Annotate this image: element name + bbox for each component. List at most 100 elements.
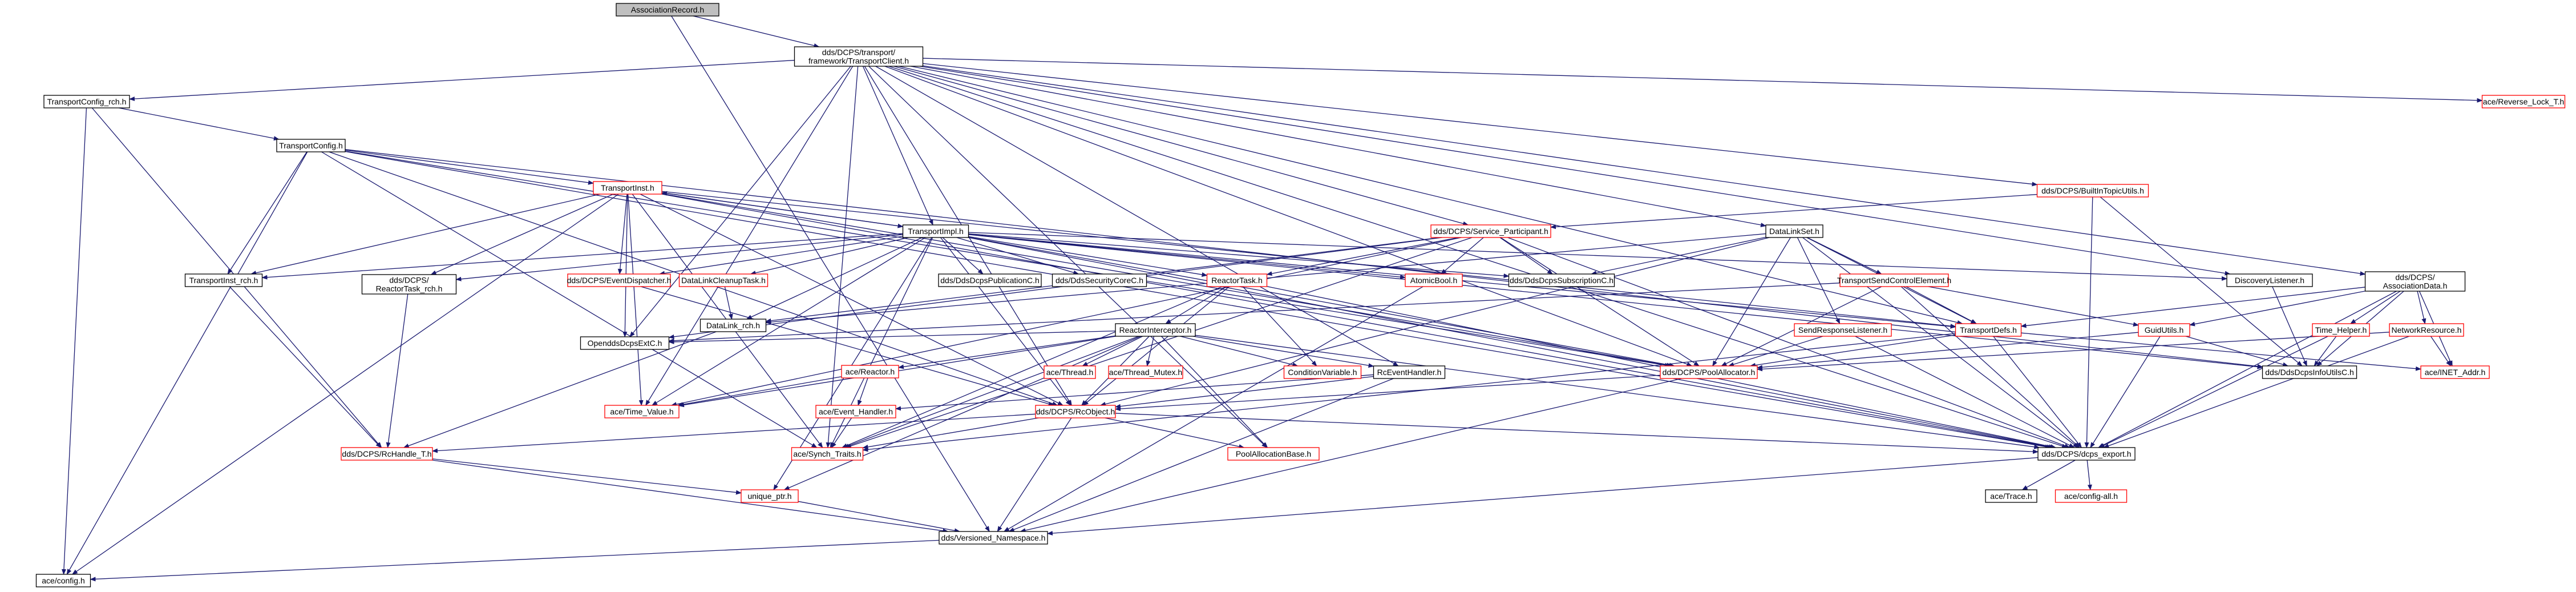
node-box — [616, 3, 719, 17]
node-label: dds/DCPS/PoolAllocator.h — [1663, 368, 1756, 377]
node-synchtraits[interactable]: ace/Synch_Traits.h — [791, 447, 864, 461]
node-acereactor[interactable]: ace/Reactor.h — [841, 365, 899, 378]
node-tcfg_rch[interactable]: TransportConfig_rch.h — [43, 95, 130, 108]
node-timehelper[interactable]: Time_Helper.h — [2312, 323, 2370, 337]
node-label: Time_Helper.h — [2315, 325, 2367, 335]
node-netresource[interactable]: NetworkResource.h — [2389, 323, 2464, 337]
node-eventhandler[interactable]: ace/Event_Handler.h — [815, 405, 896, 418]
node-box — [794, 46, 924, 67]
node-label: unique_ptr.h — [747, 492, 791, 501]
node-acethread[interactable]: ace/Thread.h — [1044, 365, 1096, 379]
node-label: ace/Synch_Traits.h — [793, 449, 861, 458]
node-reactortask_rch[interactable]: dds/DCPS/ReactorTask_rch.h — [361, 274, 457, 295]
edge-reactorint-to-condvar — [1180, 336, 1299, 367]
edge-tcfg-to-synchtraits — [321, 151, 818, 448]
node-tcfg[interactable]: TransportConfig.h — [276, 139, 346, 152]
node-box — [741, 489, 799, 503]
node-subc[interactable]: dds/DdsDcpsSubscriptionC.h — [1508, 273, 1615, 287]
node-dcps_export[interactable]: dds/DCPS/dcps_export.h — [2037, 447, 2136, 461]
node-infoutils[interactable]: dds/DdsDcpsInfoUtilsC.h — [2262, 365, 2357, 379]
node-box — [2481, 95, 2566, 108]
node-reverselock[interactable]: ace/Reverse_Lock_T.h — [2481, 95, 2566, 108]
node-root[interactable]: AssociationRecord.h — [616, 3, 719, 17]
node-box — [2312, 323, 2370, 337]
node-opendds_exc[interactable]: OpenddsDcpsExtC.h — [580, 336, 670, 350]
node-box — [184, 273, 263, 287]
node-tinst[interactable]: TransportInst.h — [593, 181, 662, 195]
node-atomicbool[interactable]: AtomicBool.h — [1405, 273, 1463, 287]
node-box — [2055, 489, 2128, 503]
edge-tc-to-disclistener — [920, 66, 2231, 276]
edge-acereactor-to-eventhandler — [858, 377, 868, 406]
edge-reactorint-to-uniqueptr — [783, 336, 1141, 490]
node-box — [1985, 489, 2037, 503]
node-box — [1839, 273, 1949, 287]
node-datalinkset[interactable]: DataLinkSet.h — [1765, 224, 1823, 238]
node-tsendctrl[interactable]: TransportSendControlElement.h — [1837, 273, 1951, 287]
edge-timpl-to-pubc — [942, 237, 984, 275]
edge-assocdata-to-netresource — [2417, 291, 2427, 324]
node-acethreadmutex[interactable]: ace/Thread_Mutex.h — [1108, 365, 1183, 379]
edge-uniqueptr-to-versioned_ns — [798, 501, 960, 533]
edge-datalink_rch-to-rchandle — [403, 331, 717, 448]
node-rchandle[interactable]: dds/DCPS/RcHandle_T.h — [341, 447, 433, 461]
edge-tinst-to-aceconfig — [71, 194, 619, 575]
node-disclistener[interactable]: DiscoveryListener.h — [2226, 273, 2313, 287]
edge-reactortask_rch-to-rchandle — [386, 293, 409, 448]
node-poolalloc[interactable]: dds/DCPS/PoolAllocator.h — [1660, 365, 1758, 379]
edge-rceventhandler-to-versioned_ns — [1008, 378, 1394, 532]
edge-guidutils-to-infoutils — [2185, 336, 2289, 367]
node-timevalue[interactable]: ace/Time_Value.h — [604, 405, 680, 418]
node-condvar[interactable]: ConditionVariable.h — [1283, 365, 1362, 379]
node-box — [2364, 271, 2466, 292]
node-sendresp[interactable]: SendResponseListener.h — [1794, 323, 1892, 337]
node-dlcleanup[interactable]: DataLinkCleanupTask.h — [678, 273, 769, 287]
node-box — [1405, 273, 1463, 287]
edge-timpl-to-reactortask — [968, 236, 1208, 277]
node-label: ace/config-all.h — [2064, 492, 2118, 501]
edge-root-to-versioned_ns — [671, 15, 990, 532]
node-reactortask[interactable]: ReactorTask.h — [1206, 273, 1268, 287]
edge-tc-to-poolalloc — [884, 66, 1693, 367]
node-rceventhandler[interactable]: RcEventHandler.h — [1373, 365, 1446, 379]
node-secc[interactable]: dds/DdsSecurityCoreC.h — [1052, 273, 1147, 287]
edge-serviceparticipant-to-dcps_export — [1507, 237, 2070, 448]
node-datalink_rch[interactable]: DataLink_rch.h — [699, 319, 767, 332]
node-tinst_rch[interactable]: TransportInst_rch.h — [184, 273, 263, 287]
edge-timpl-to-eventdisp — [659, 236, 903, 276]
edge-dcps_export-to-versioned_ns — [1047, 457, 2039, 536]
edge-sendresp-to-poolalloc — [1728, 336, 1823, 367]
node-rcobject[interactable]: dds/DCPS/RcObject.h — [1035, 405, 1116, 418]
edge-rcobject-to-versioned_ns — [997, 417, 1072, 532]
node-serviceparticipant[interactable]: dds/DCPS/Service_Participant.h — [1430, 224, 1551, 238]
node-label: dds/DCPS/BuiltInTopicUtils.h — [2041, 186, 2144, 195]
node-label: ReactorTask.h — [1211, 276, 1262, 285]
node-box — [1206, 273, 1268, 287]
node-eventdisp[interactable]: dds/DCPS/EventDispatcher.h — [567, 273, 672, 287]
edge-tc-to-serviceparticipant — [893, 66, 1469, 226]
edge-tcfg_rch-to-tcfg — [119, 107, 280, 141]
node-acetrace[interactable]: ace/Trace.h — [1985, 489, 2037, 503]
node-aceconfig[interactable]: ace/config.h — [35, 574, 91, 587]
edge-reactortask-to-synchtraits — [842, 286, 1223, 448]
node-box — [841, 365, 899, 378]
node-timpl[interactable]: TransportImpl.h — [902, 224, 969, 238]
edge-tdefs-to-synchtraits — [862, 333, 1956, 452]
edge-tcfg-to-tinst_rch — [227, 151, 308, 275]
node-builtintopic[interactable]: dds/DCPS/BuiltInTopicUtils.h — [2036, 184, 2149, 198]
node-tc[interactable]: dds/DCPS/transport/framework/TransportCl… — [794, 46, 924, 67]
node-inetaddr[interactable]: ace/INET_Addr.h — [2420, 365, 2490, 379]
node-pubc[interactable]: dds/DdsDcpsPublicationC.h — [938, 273, 1042, 287]
node-box — [2262, 365, 2357, 379]
edge-timpl-to-dlcleanup — [750, 237, 909, 275]
node-versioned_ns[interactable]: dds/Versioned_Namespace.h — [939, 531, 1048, 545]
node-assocdata[interactable]: dds/DCPS/AssociationData.h — [2364, 271, 2466, 292]
node-aceconfigall[interactable]: ace/config-all.h — [2055, 489, 2128, 503]
node-reactorint[interactable]: ReactorInterceptor.h — [1115, 323, 1196, 337]
node-label: ReactorTask_rch.h — [376, 284, 443, 293]
node-pooalloc_base[interactable]: PoolAllocationBase.h — [1227, 447, 1320, 461]
node-guidutils[interactable]: GuidUtils.h — [2138, 323, 2190, 337]
edge-assocdata-to-dcps_export — [2098, 291, 2397, 448]
node-tdefs[interactable]: TransportDefs.h — [1955, 323, 2022, 337]
node-uniqueptr[interactable]: unique_ptr.h — [741, 489, 799, 503]
